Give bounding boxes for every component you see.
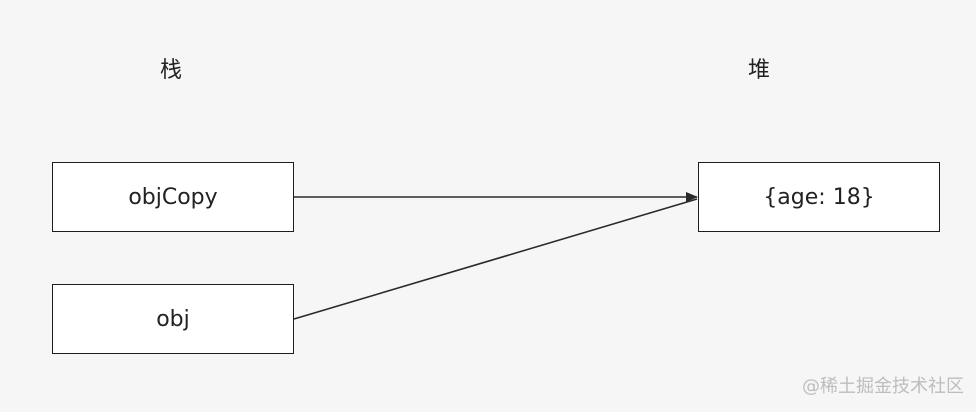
heap-heading: 堆 — [748, 58, 771, 83]
stack-box-obj-label: obj — [156, 306, 190, 332]
stack-box-obj: obj — [52, 284, 294, 354]
stack-box-objcopy: objCopy — [52, 162, 294, 232]
watermark: @稀土掘金技术社区 — [802, 376, 964, 397]
stack-box-objcopy-label: objCopy — [128, 184, 218, 210]
arrow-obj-to-object — [293, 198, 698, 320]
stack-heading: 栈 — [160, 58, 183, 83]
heap-box-object-label: {age: 18} — [763, 184, 875, 210]
heap-box-object: {age: 18} — [698, 162, 940, 232]
